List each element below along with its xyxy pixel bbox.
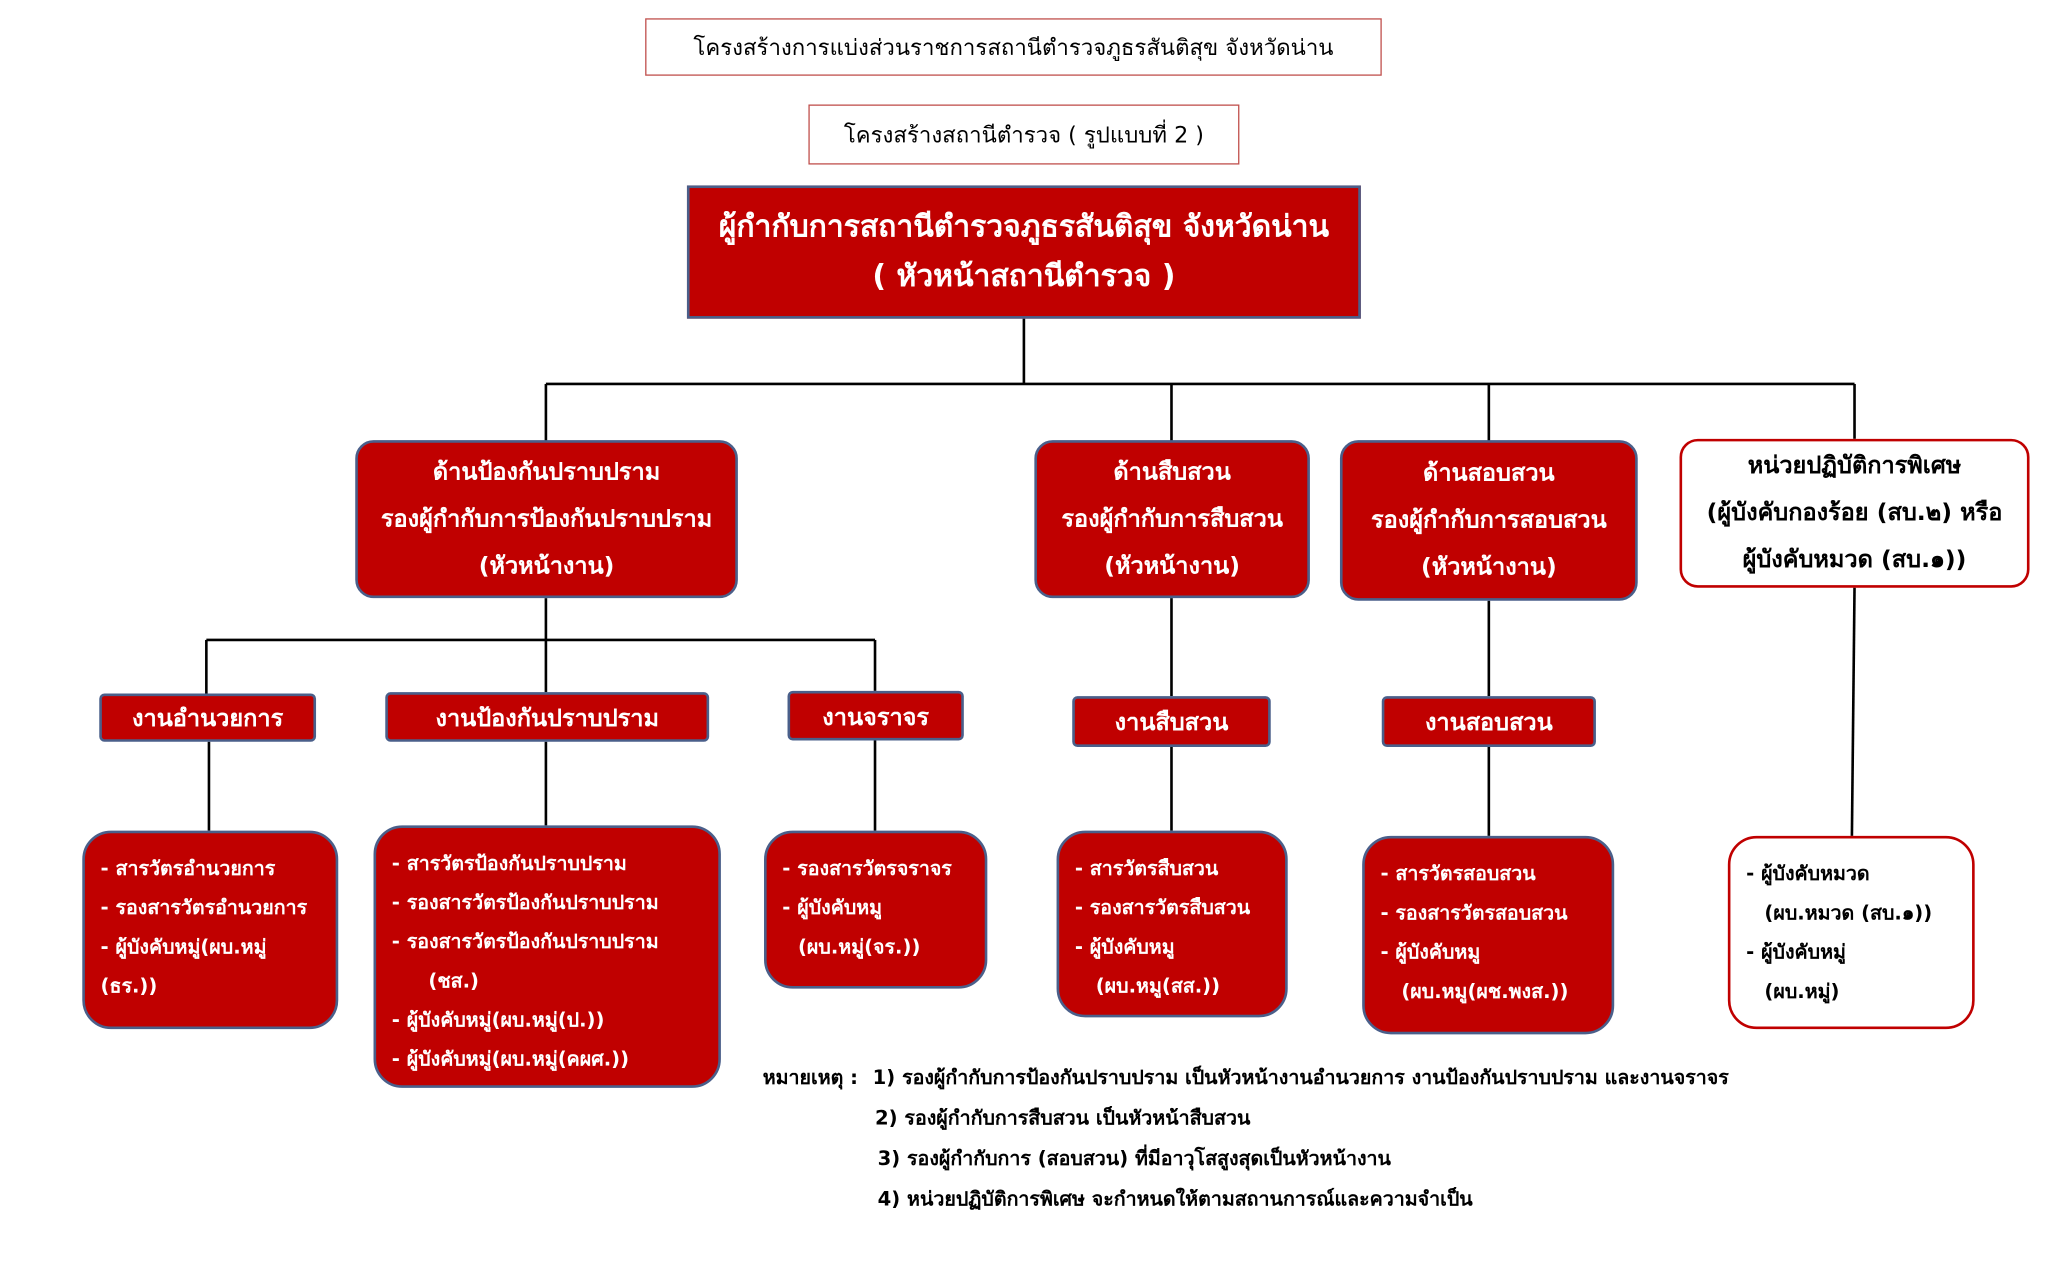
- special-title: หน่วยปฏิบัติการพิเศษ: [1747, 451, 1962, 480]
- list-item: (ผบ.หมู(สส.)): [1095, 974, 1221, 998]
- list-item: - ผู้บังคับหมู่(ผบ.หมู่: [100, 935, 267, 959]
- deputy-side: ด้านป้องกันปราบปราม: [432, 457, 661, 486]
- list-item: - สารวัตรสอบสวน: [1380, 861, 1536, 886]
- head-box: ผู้กำกับการสถานีตำรวจภูธรสันติสุข จังหวั…: [686, 185, 1361, 319]
- chart-title: โครงสร้างการแบ่งส่วนราชการสถานีตำรวจภูธร…: [645, 18, 1382, 76]
- list-inquiry: - สารวัตรสอบสวน - รองสารวัตรสอบสวน - ผู้…: [1362, 835, 1615, 1035]
- list-item: - ผู้บังคับหมู่(ผบ.หมู่(คผศ.)): [391, 1047, 630, 1071]
- list-item: - ผู้บังคับหมู: [782, 895, 883, 920]
- list-item: - ผู้บังคับหมู่: [1746, 940, 1846, 964]
- special-rank-alt: ผู้บังคับหมวด (สบ.๑)): [1742, 545, 1967, 574]
- list-special: - ผู้บังคับหมวด (ผบ.หมวด (สบ.๑)) - ผู้บั…: [1727, 835, 1975, 1030]
- list-item: - สารวัตรอำนวยการ: [100, 856, 276, 881]
- deputy-title: รองผู้กำกับการสืบสวน: [1061, 504, 1283, 533]
- deputy-title: รองผู้กำกับการสอบสวน: [1370, 506, 1607, 534]
- notes-label: หมายเหตุ :: [762, 1065, 859, 1090]
- deputy-prevention-box: ด้านป้องกันปราบปราม รองผู้กำกับการป้องกั…: [355, 440, 738, 599]
- list-prevention: - สารวัตรป้องกันปราบปราม - รองสารวัตรป้อ…: [373, 825, 721, 1088]
- notes: หมายเหตุ : 1) รองผู้กำกับการป้องกันปราบป…: [763, 1058, 1938, 1220]
- deputy-title: รองผู้กำกับการป้องกันปราบปราม: [380, 504, 713, 533]
- unit-admin: งานอำนวยการ: [99, 693, 317, 742]
- unit-investigation: งานสืบสวน: [1072, 696, 1271, 748]
- list-item: (ผบ.หมวด (สบ.๑)): [1764, 901, 1933, 925]
- note-item: 2) รองผู้กำกับการสืบสวน เป็นหัวหน้าสืบสว…: [875, 1106, 1251, 1130]
- list-traffic: - รองสารวัตรจราจร - ผู้บังคับหมู (ผบ.หมู…: [764, 830, 988, 989]
- list-item: - รองสารวัตรป้องกันปราบปราม: [391, 929, 659, 954]
- list-admin: - สารวัตรอำนวยการ - รองสารวัตรอำนวยการ -…: [82, 830, 339, 1030]
- unit-inquiry: งานสอบสวน: [1381, 696, 1596, 748]
- deputy-role: (หัวหน้างาน): [1104, 551, 1240, 580]
- deputy-investigation-box: ด้านสืบสวน รองผู้กำกับการสืบสวน (หัวหน้า…: [1034, 440, 1310, 599]
- list-investigation: - สารวัตรสืบสวน - รองสารวัตรสืบสวน - ผู้…: [1056, 830, 1288, 1018]
- list-item: - รองสารวัตรอำนวยการ: [100, 895, 308, 920]
- list-item: - ผู้บังคับหมู่(ผบ.หมู่(ป.)): [391, 1008, 605, 1032]
- list-item: - สารวัตรสืบสวน: [1074, 856, 1219, 881]
- unit-traffic: งานจราจร: [787, 690, 964, 741]
- deputy-side: ด้านสอบสวน: [1423, 459, 1555, 487]
- list-item: - ผู้บังคับหมู: [1074, 935, 1175, 959]
- list-item: - สารวัตรป้องกันปราบปราม: [391, 851, 627, 876]
- head-role: ( หัวหน้าสถานีตำรวจ ): [872, 259, 1176, 294]
- chart-subtitle: โครงสร้างสถานีตำรวจ ( รูปแบบที่ 2 ): [808, 104, 1240, 165]
- note-item: 3) รองผู้กำกับการ (สอบสวน) ที่มีอาวุโสสู…: [877, 1146, 1391, 1171]
- list-item: (ธร.)): [100, 974, 158, 998]
- list-item: - รองสารวัตรป้องกันปราบปราม: [391, 890, 659, 915]
- special-unit-box: หน่วยปฏิบัติการพิเศษ (ผู้บังคับกองร้อย (…: [1679, 438, 2030, 588]
- deputy-role: (หัวหน้างาน): [1420, 553, 1557, 581]
- unit-prevention: งานป้องกันปราบปราม: [385, 692, 710, 742]
- list-item: - ผู้บังคับหมู: [1380, 940, 1481, 964]
- note-item: 4) หน่วยปฏิบัติการพิเศษ จะกำหนดให้ตามสถา…: [877, 1187, 1473, 1211]
- deputy-role: (หัวหน้างาน): [478, 551, 615, 580]
- list-item: (ชส.): [428, 969, 479, 993]
- deputy-side: ด้านสืบสวน: [1113, 457, 1231, 486]
- list-item: - รองสารวัตรสืบสวน: [1074, 895, 1251, 920]
- special-rank: (ผู้บังคับกองร้อย (สบ.๒) หรือ: [1706, 498, 2003, 527]
- list-item: - ผู้บังคับหมวด: [1746, 861, 1870, 886]
- list-item: (ผบ.หมู่(จร.)): [797, 935, 921, 959]
- list-item: - รองสารวัตรสอบสวน: [1380, 901, 1568, 925]
- note-row: หมายเหตุ : 1) รองผู้กำกับการป้องกันปราบป…: [763, 1058, 1938, 1098]
- list-item: (ผบ.หมู(ผช.พงส.)): [1401, 979, 1569, 1004]
- deputy-inquiry-box: ด้านสอบสวน รองผู้กำกับการสอบสวน (หัวหน้า…: [1339, 440, 1638, 601]
- note-item: 1) รองผู้กำกับการป้องกันปราบปราม เป็นหัว…: [872, 1065, 1729, 1090]
- list-item: (ผบ.หมู่): [1764, 979, 1840, 1004]
- list-item: - รองสารวัตรจราจร: [782, 856, 952, 881]
- head-title: ผู้กำกับการสถานีตำรวจภูธรสันติสุข จังหวั…: [718, 210, 1330, 245]
